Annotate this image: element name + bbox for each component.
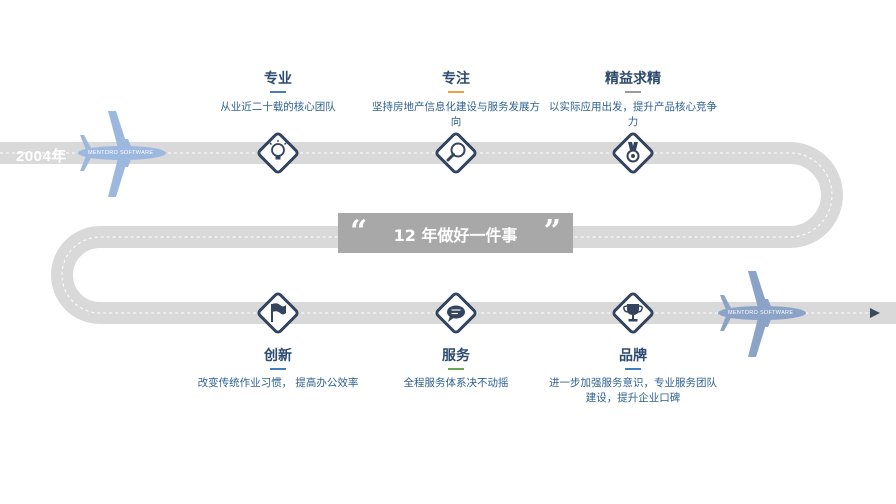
magnifier-icon	[446, 142, 466, 162]
close-quote-mark: ”	[543, 214, 561, 249]
medal-icon	[626, 142, 640, 163]
trophy-icon	[623, 304, 643, 322]
milestone-title-focus: 专注	[442, 71, 470, 87]
milestone-title-service: 服务	[442, 348, 470, 364]
plane-right-label: MENTORO SOFTWARE	[728, 310, 794, 316]
plane-left-icon	[78, 111, 166, 197]
road-end-arrow-icon	[870, 308, 880, 318]
milestone-desc-innovation: 改变传统作业习惯， 提高办公效率	[197, 377, 359, 389]
plane-right-icon	[718, 271, 806, 357]
milestone-bar-brand	[625, 368, 641, 370]
slogan-banner: “ 12 年做好一件事 ”	[338, 213, 573, 253]
milestone-title-brand: 品牌	[619, 348, 647, 364]
milestone-bar-service	[448, 368, 464, 370]
chat-icon	[447, 305, 465, 322]
lightbulb-icon	[269, 140, 287, 160]
open-quote-mark: “	[350, 214, 368, 249]
milestone-desc-excellence: 以实际应用出发，提升产品核心竞争力	[549, 101, 717, 128]
slogan-text: 12 年做好一件事	[393, 226, 518, 245]
milestone-bar-professional	[270, 91, 286, 93]
milestone-desc-professional: 从业近二十载的核心团队	[220, 101, 336, 113]
milestone-desc-brand: 进一步加强服务意识，专业服务团队建设，提升企业口碑	[549, 377, 717, 404]
flag-icon	[271, 303, 286, 322]
milestone-desc-focus: 坚持房地产信息化建设与服务发展方向	[372, 101, 540, 128]
milestone-title-innovation: 创新	[264, 348, 292, 364]
milestone-bar-focus	[448, 91, 464, 93]
plane-left-label: MENTORO SOFTWARE	[88, 150, 154, 156]
start-year-label: 2004年	[16, 148, 67, 165]
milestone-bar-excellence	[625, 91, 641, 93]
milestone-title-excellence: 精益求精	[605, 71, 661, 87]
milestone-bar-innovation	[270, 368, 286, 370]
milestone-title-professional: 专业	[264, 71, 292, 87]
road-center-line	[0, 152, 870, 314]
milestone-desc-service: 全程服务体系决不动摇	[403, 377, 509, 389]
